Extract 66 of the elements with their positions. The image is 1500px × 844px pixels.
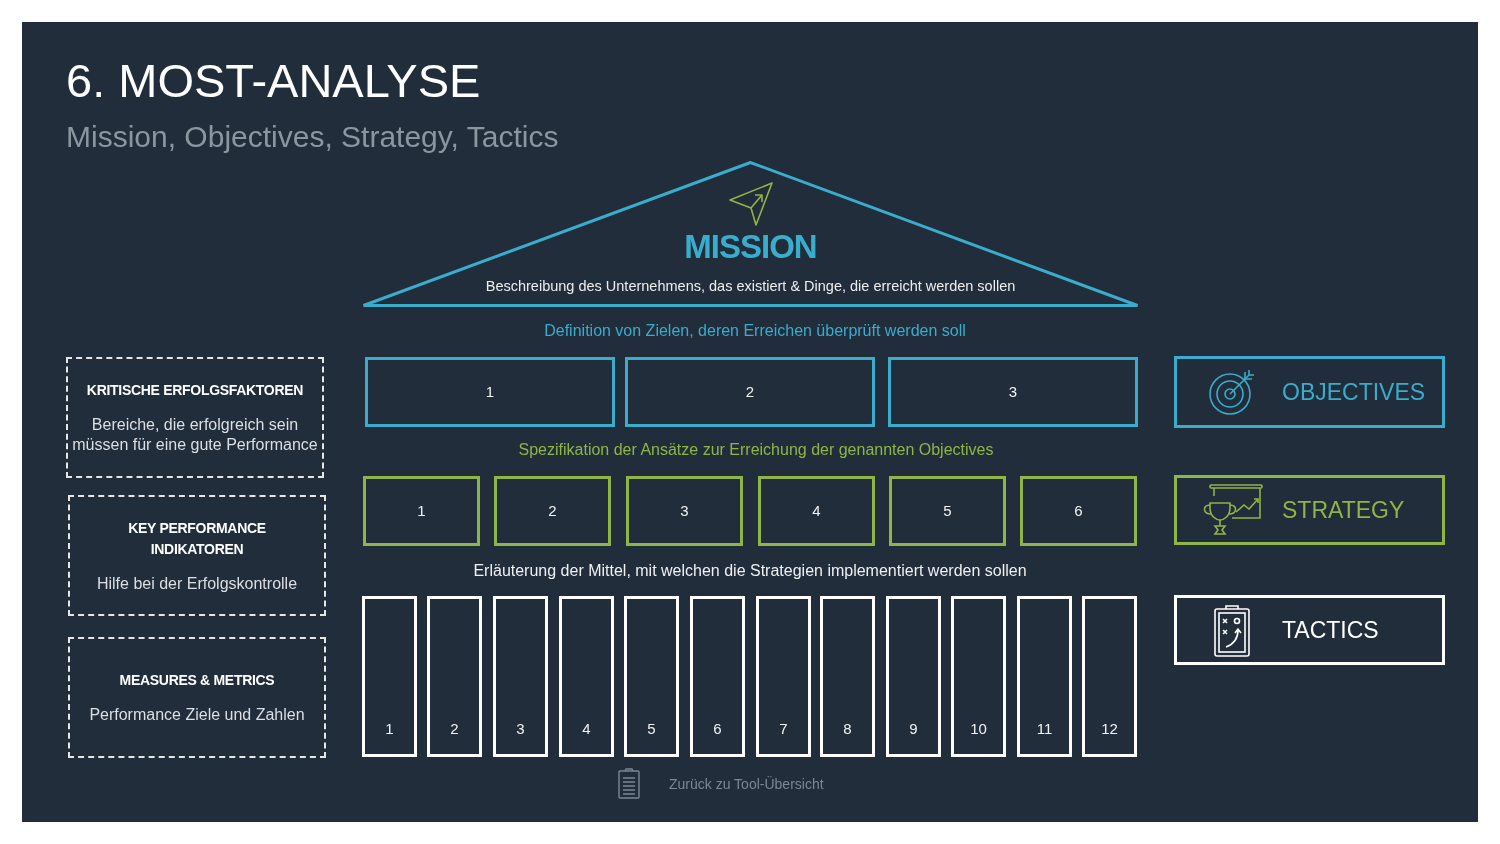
tactic-box xyxy=(886,596,941,757)
box-number: 5 xyxy=(647,720,656,738)
strategy-box xyxy=(889,476,1006,546)
box-number: 8 xyxy=(843,720,852,738)
box-description: Hilfe bei der Erfolgskontrolle xyxy=(96,573,298,594)
objective-box xyxy=(365,357,615,427)
category-label: TACTICS xyxy=(1282,616,1379,644)
category-box xyxy=(1174,595,1445,665)
box-number: 1 xyxy=(485,383,495,401)
box-number: 4 xyxy=(812,502,821,520)
box-number: 2 xyxy=(548,502,557,520)
box-number: 9 xyxy=(909,720,918,738)
section-caption: Spezifikation der Ansätze zur Erreichung der genannten Objectives xyxy=(518,440,994,460)
objective-box xyxy=(625,357,875,427)
objective-box xyxy=(888,357,1138,427)
box-description: Bereiche, die erfolgreich sein müssen für eine gute Performance xyxy=(72,415,318,455)
box-heading: KEY PERFORMANCE INDIKATOREN xyxy=(127,518,267,559)
category-box xyxy=(1174,475,1445,545)
slide-title: 6. MOST-ANALYSE xyxy=(66,53,481,109)
slide-subtitle: Mission, Objectives, Strategy, Tactics xyxy=(66,119,559,155)
tactic-box xyxy=(756,596,811,757)
box-number: 7 xyxy=(779,720,788,738)
category-label: STRATEGY xyxy=(1282,496,1405,524)
tactic-box xyxy=(427,596,482,757)
strategy-box xyxy=(494,476,611,546)
mission-description: Beschreibung des Unternehmens, das existiert & Dinge, die erreicht werden sollen xyxy=(485,277,1016,295)
dashed-box xyxy=(66,357,324,478)
mission-heading: MISSION xyxy=(684,229,817,265)
box-number: 3 xyxy=(680,502,689,520)
box-number: 3 xyxy=(1008,383,1018,401)
section-caption: Erläuterung der Mittel, mit welchen die Strategien implementiert werden sollen xyxy=(473,561,1027,581)
box-number: 2 xyxy=(745,383,755,401)
tactic-box xyxy=(493,596,548,757)
box-number: 4 xyxy=(582,720,591,738)
box-number: 2 xyxy=(450,720,459,738)
box-number: 1 xyxy=(385,720,394,738)
strategy-box xyxy=(1020,476,1137,546)
category-label: OBJECTIVES xyxy=(1282,378,1426,406)
box-number: 12 xyxy=(1101,720,1118,738)
strategy-box xyxy=(758,476,875,546)
box-number: 3 xyxy=(516,720,525,738)
tactic-box xyxy=(1017,596,1072,757)
tactic-box xyxy=(362,596,417,757)
box-heading: MEASURES & METRICS xyxy=(119,671,275,690)
box-number: 6 xyxy=(1074,502,1083,520)
tactic-box xyxy=(690,596,745,757)
tactic-box xyxy=(820,596,875,757)
box-description: Performance Ziele und Zahlen xyxy=(89,705,305,725)
category-box xyxy=(1174,356,1445,428)
box-number: 6 xyxy=(713,720,722,738)
tactic-box xyxy=(951,596,1006,757)
back-link: Zurück zu Tool-Übersicht xyxy=(669,775,824,793)
box-number: 1 xyxy=(417,502,426,520)
strategy-box xyxy=(363,476,480,546)
dashed-box xyxy=(68,637,326,758)
box-number: 10 xyxy=(970,720,987,738)
dashed-box xyxy=(68,495,326,616)
box-number: 5 xyxy=(943,502,952,520)
triangle-shape xyxy=(362,161,1139,307)
tactic-box xyxy=(559,596,614,757)
section-caption: Definition von Zielen, deren Erreichen überprüft werden soll xyxy=(544,321,966,341)
tactic-box xyxy=(1082,596,1137,757)
strategy-box xyxy=(626,476,743,546)
tactic-box xyxy=(624,596,679,757)
box-number: 11 xyxy=(1036,720,1053,738)
box-heading: KRITISCHE ERFOLGSFAKTOREN xyxy=(86,381,304,400)
